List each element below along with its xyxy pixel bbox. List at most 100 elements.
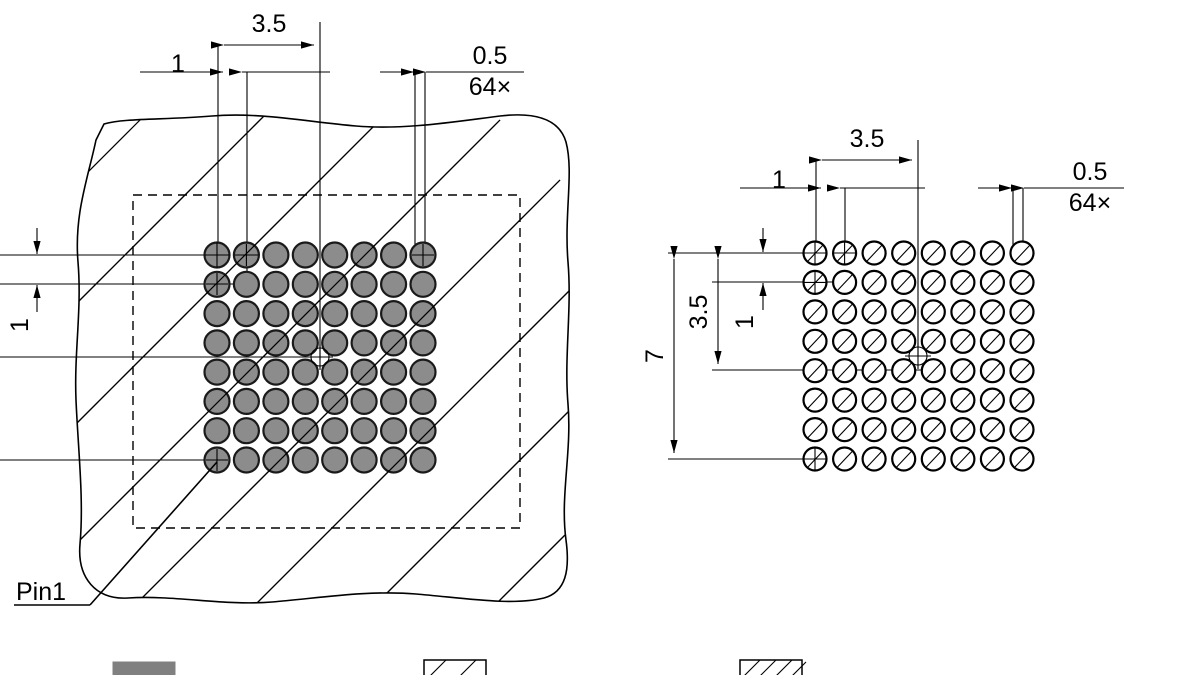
land-pad — [1009, 417, 1035, 443]
land-pad — [802, 299, 828, 325]
solder-ball — [232, 329, 260, 357]
dim-value-vertical-offset-right: 1 — [731, 315, 759, 329]
land-row — [802, 446, 1035, 472]
sparse-hatch-swatch — [423, 659, 487, 675]
right-land-grid — [802, 240, 1035, 472]
dim-value-ball-dia-left: 0.5 — [473, 42, 508, 70]
land-pad — [979, 358, 1006, 384]
land-row — [802, 299, 1035, 325]
solder-ball — [350, 358, 378, 386]
land-pad — [891, 299, 917, 325]
land-pad — [802, 417, 828, 443]
land-pad — [1009, 240, 1035, 266]
land-pad — [920, 269, 946, 295]
land-row — [802, 417, 1035, 443]
solder-ball — [350, 270, 378, 298]
land-pad — [979, 299, 1006, 325]
land-pad — [950, 417, 976, 443]
dense-hatch-swatch — [739, 659, 803, 675]
land-pad — [979, 446, 1006, 472]
pin1-callout: Pin1 — [14, 461, 218, 606]
land-pad — [861, 269, 887, 295]
land-pad — [861, 358, 887, 384]
solder-ball — [291, 241, 319, 269]
dim-left-vertical-1: 1 — [6, 228, 41, 332]
solder-ball — [380, 446, 408, 474]
land-pad — [950, 446, 976, 472]
land-pad — [861, 387, 887, 413]
land-pad — [979, 328, 1006, 354]
land-pad — [831, 299, 858, 325]
dim-value-ball-count-right: 64× — [1069, 189, 1111, 217]
solder-ball — [409, 387, 437, 415]
land-row — [802, 240, 1035, 266]
solder-ball — [262, 387, 290, 415]
solder-ball — [232, 417, 260, 445]
package-body-outline — [74, 114, 570, 604]
solder-ball — [321, 241, 349, 269]
dim-value-ball-dia-right: 0.5 — [1073, 158, 1108, 186]
dim-value-halfspan-3p5: 3.5 — [685, 295, 713, 330]
legend-item-dense-hatch — [739, 659, 807, 675]
solder-ball — [350, 387, 378, 415]
solder-ball — [203, 329, 231, 357]
land-pad — [861, 240, 887, 266]
solder-ball — [321, 446, 349, 474]
land-pad — [831, 446, 858, 472]
land-pad — [861, 417, 887, 443]
land-pad — [1009, 328, 1035, 354]
legend-item-solid — [112, 661, 176, 675]
land-pad — [920, 358, 946, 384]
solder-ball — [350, 417, 378, 445]
land-pad — [950, 240, 976, 266]
ball-row — [203, 358, 437, 386]
ball-row — [203, 417, 437, 445]
legend-swatches — [112, 659, 807, 675]
land-pad — [891, 417, 917, 443]
land-pad — [1009, 299, 1035, 325]
land-pad — [920, 417, 946, 443]
dim-right-halfspan-3p5: 3.5 — [685, 246, 722, 364]
land-pad — [920, 387, 946, 413]
right-center-mark — [905, 343, 931, 369]
solder-ball — [232, 300, 260, 328]
solder-ball — [291, 358, 319, 386]
datum-crosshairs — [204, 242, 434, 471]
dim-left-offset-1: 1 — [140, 50, 330, 78]
solder-ball — [350, 241, 378, 269]
solder-ball — [321, 387, 349, 415]
solder-ball — [262, 329, 290, 357]
solder-ball — [380, 417, 408, 445]
dim-value-pitch-right: 3.5 — [850, 125, 885, 153]
land-row — [802, 328, 1035, 354]
dim-value-offset-right: 1 — [772, 166, 786, 194]
land-pad — [1009, 387, 1035, 413]
solder-ball — [291, 329, 319, 357]
land-pad — [920, 299, 946, 325]
solder-ball — [409, 270, 437, 298]
land-pad — [920, 446, 946, 472]
solder-ball — [409, 358, 437, 386]
solder-ball — [232, 387, 260, 415]
land-pad — [861, 446, 887, 472]
land-pad — [950, 269, 976, 295]
left-section-view: 3.5 1 0.5 64× 1 Pin1 — [0, 10, 570, 606]
solder-ball — [409, 417, 437, 445]
dim-value-span-7: 7 — [641, 349, 669, 363]
land-pad — [979, 387, 1006, 413]
solder-ball — [203, 358, 231, 386]
dim-value-ball-count-left: 64× — [469, 73, 511, 101]
right-land-pattern-view: 3.5 1 0.5 64× 7 3.5 1 — [641, 125, 1124, 472]
solder-ball — [262, 446, 290, 474]
pin1-label: Pin1 — [16, 578, 66, 606]
solder-ball — [321, 329, 349, 357]
ball-row — [203, 300, 437, 328]
land-pad — [831, 387, 858, 413]
land-pad — [920, 328, 946, 354]
land-pad — [950, 328, 976, 354]
solder-ball — [262, 241, 290, 269]
solder-ball — [232, 358, 260, 386]
solder-ball — [350, 300, 378, 328]
land-pad — [891, 387, 917, 413]
